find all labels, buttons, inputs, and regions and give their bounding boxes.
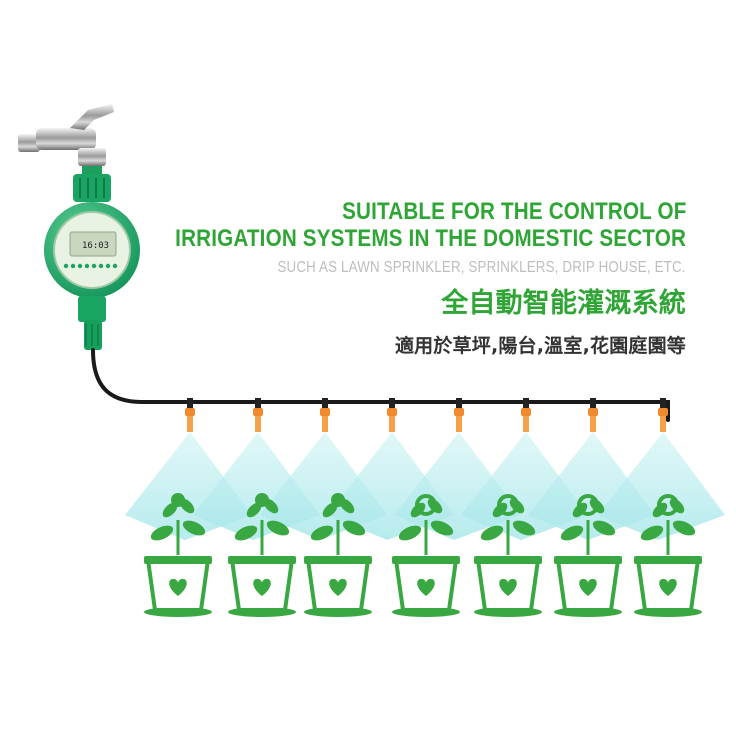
pot-group [144,493,702,617]
heart-icon [329,578,347,596]
flower-pot-icon [474,494,542,617]
heart-icon [579,578,597,596]
heart-icon [253,578,271,596]
flower-pot-icon [304,493,372,617]
nozzle-icon [658,398,668,432]
nozzle-icon [387,398,397,432]
timer-display: 16:03 [82,241,110,251]
spray-icon [598,432,725,540]
nozzle-icon [588,398,598,432]
nozzle-icon [185,398,195,432]
heart-icon [659,578,677,596]
nozzle-icon [454,398,464,432]
nozzle-group [185,398,668,432]
headline-line-3: SUCH AS LAWN SPRINKLER, SPRINKLERS, DRIP… [277,259,686,276]
headline-line-1: SUITABLE FOR THE CONTROL OF [341,198,686,225]
flower-pot-icon [554,494,622,617]
faucet-icon [18,104,114,166]
flower-pot-icon [392,494,460,617]
flower-pot-icon [228,493,296,617]
heart-icon [499,578,517,596]
water-timer-icon [44,166,140,350]
nozzle-icon [521,398,531,432]
hose [91,348,670,422]
chinese-title: 全自動智能灌溉系統 [441,288,686,319]
nozzle-icon [320,398,330,432]
heart-icon [417,578,435,596]
flower-pot-icon [634,494,702,617]
chinese-subtitle: 適用於草坪,陽台,溫室,花園庭園等 [394,335,686,357]
headline-line-2: IRRIGATION SYSTEMS IN THE DOMESTIC SECTO… [175,225,686,252]
flower-pot-icon [144,493,212,617]
heart-icon [169,578,187,596]
nozzle-icon [253,398,263,432]
